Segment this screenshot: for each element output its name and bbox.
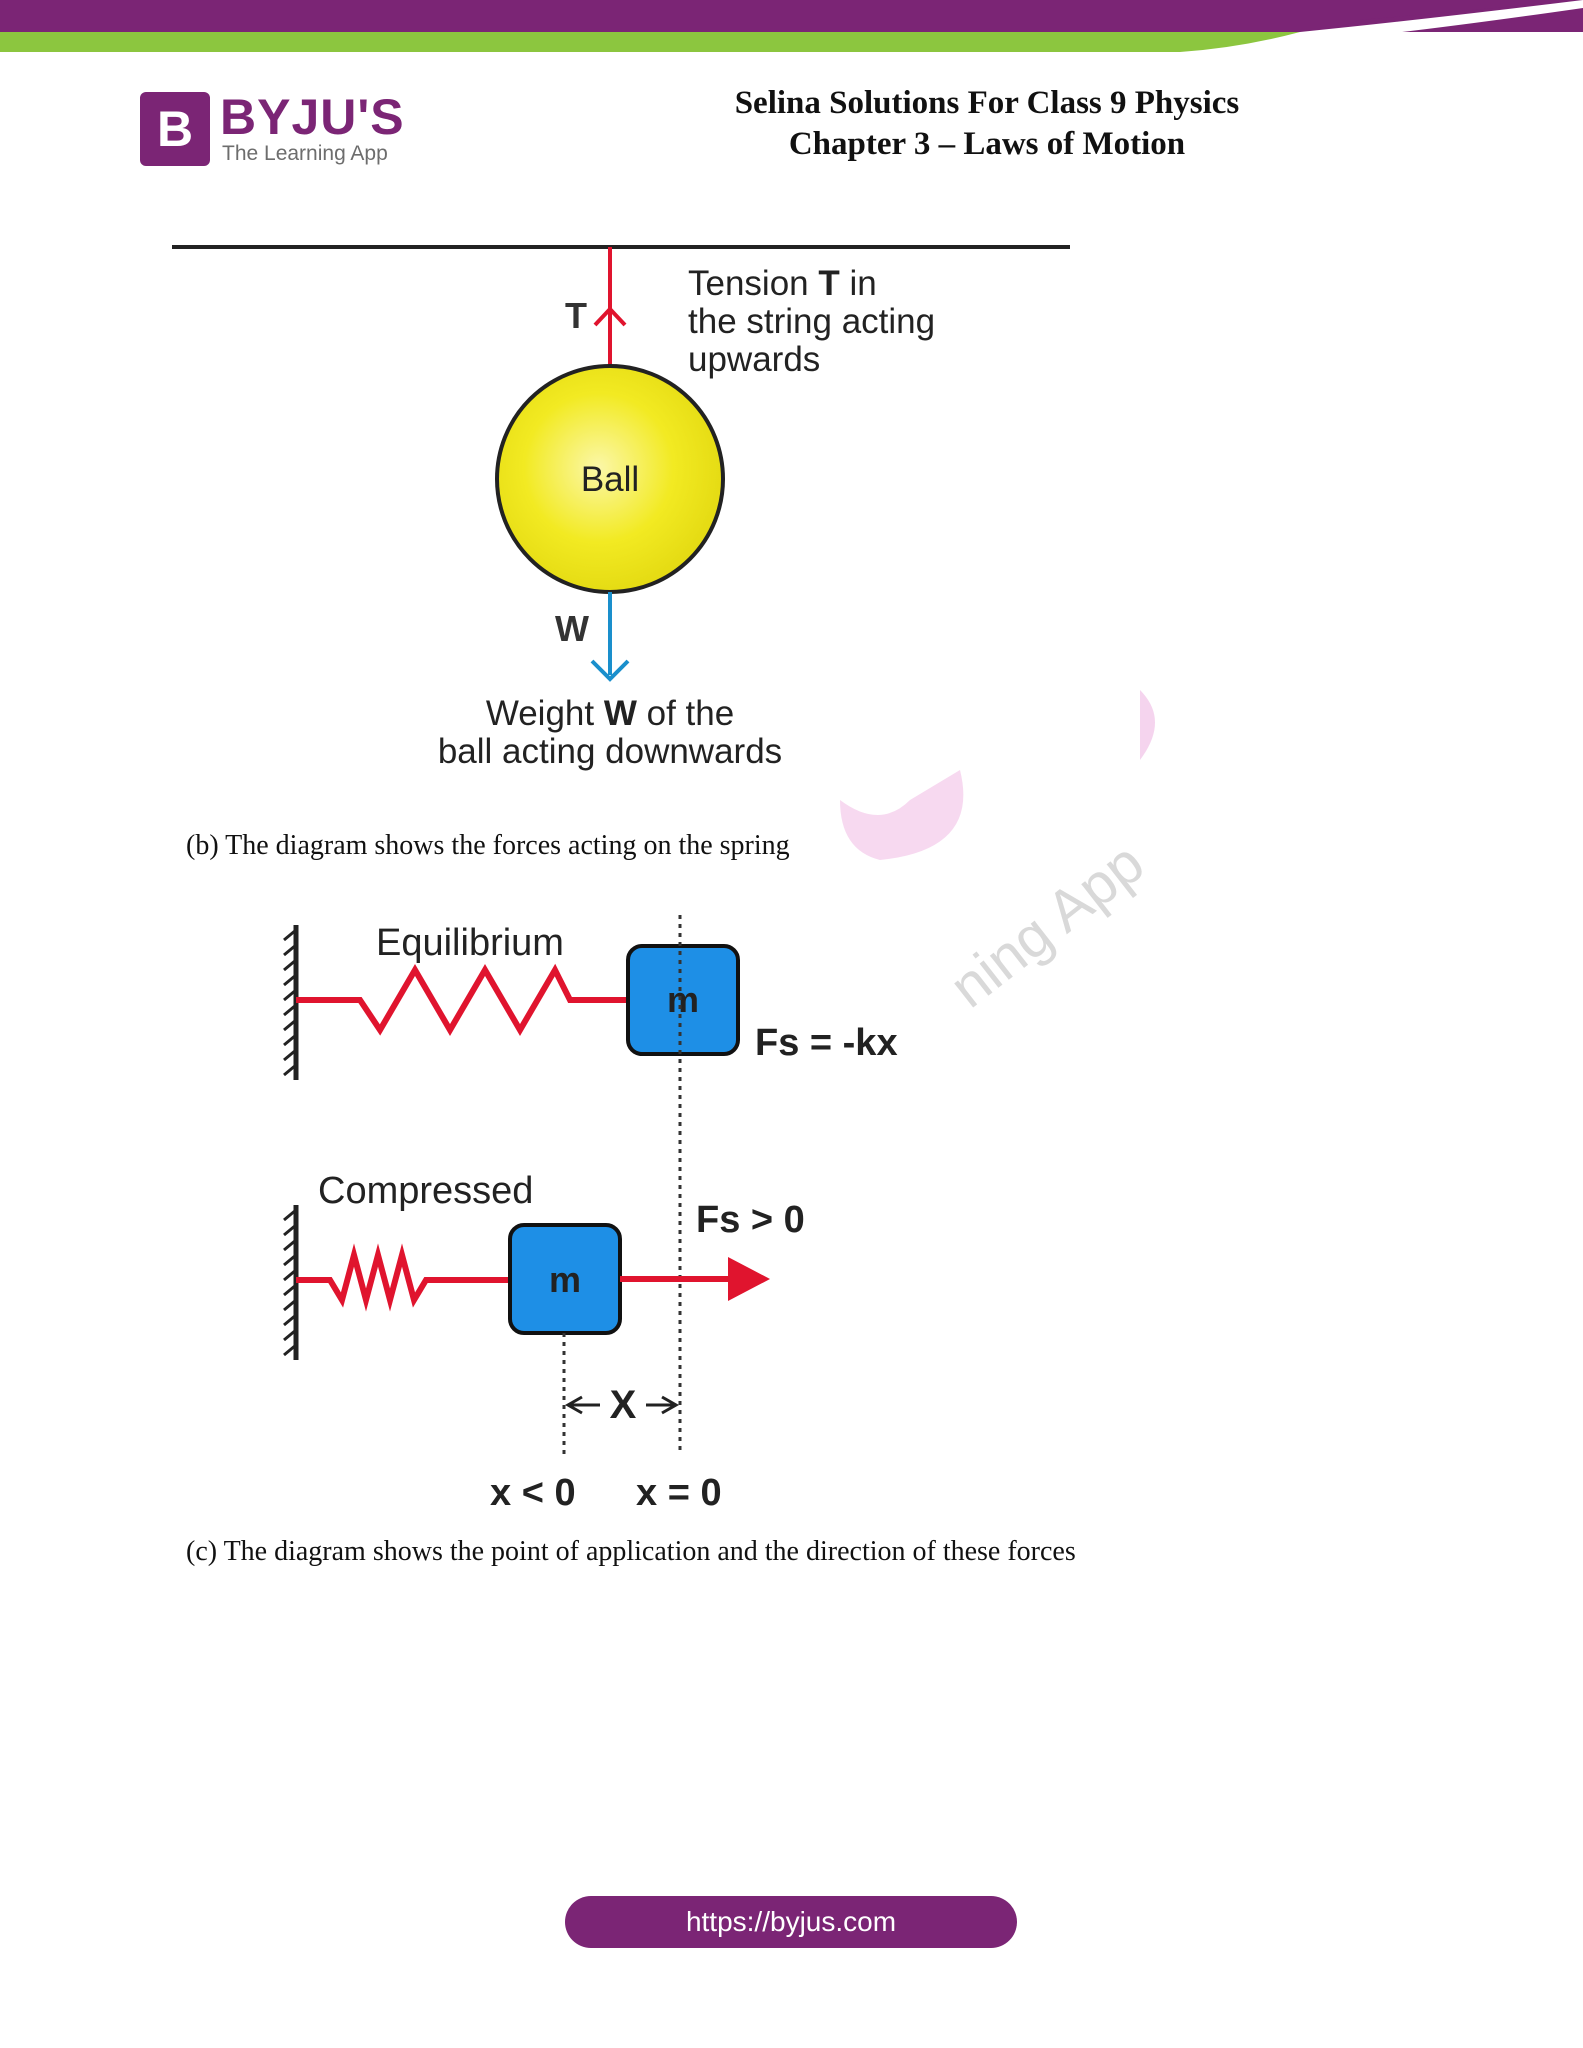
displacement-label: X	[610, 1383, 637, 1427]
equilibrium-label: Equilibrium	[376, 922, 564, 964]
logo-wordmark: BYJU'S	[220, 89, 405, 145]
mass-label-compressed: m	[549, 1259, 581, 1300]
tension-label-line3: upwards	[688, 340, 820, 379]
force-equation: Fs = -kx	[755, 1022, 898, 1064]
weight-arrow-icon	[590, 659, 630, 682]
force-compressed: Fs > 0	[696, 1199, 805, 1241]
tension-label-line2: the string acting	[688, 302, 935, 341]
tension-label-line1: Tension T in	[688, 264, 877, 303]
weight-symbol: W	[555, 608, 589, 649]
top-brand-band	[0, 0, 1583, 52]
displacement-right-arrow-icon	[661, 1395, 680, 1415]
x-negative-label: x < 0	[490, 1472, 576, 1514]
x-zero-label: x = 0	[636, 1472, 722, 1514]
force-arrow-icon	[728, 1257, 770, 1301]
spring-force-diagram: Equilibrium m Fs = -kx Compressed m Fs >…	[283, 915, 898, 1514]
displacement-label-bg	[600, 1384, 646, 1424]
watermark-logo-shape-2	[1140, 690, 1155, 760]
spring-equilibrium	[296, 963, 630, 1036]
doc-title-line2: Chapter 3 – Laws of Motion	[788, 126, 1186, 162]
spring-compressed	[296, 1243, 512, 1312]
watermark: ning App	[840, 690, 1156, 1010]
weight-label-line2: ball acting downwards	[438, 732, 782, 771]
byjus-logo: B BYJU'S The Learning App	[140, 89, 440, 170]
footer-url-link[interactable]: https://byjus.com	[565, 1896, 1017, 1948]
doc-title-line1: Selina Solutions For Class 9 Physics	[734, 85, 1240, 121]
tension-arrow-icon	[593, 306, 627, 327]
caption-b: (b) The diagram shows the forces acting …	[186, 830, 790, 861]
mass-label-equilibrium: m	[667, 979, 699, 1020]
weight-label-line1: Weight W of the	[486, 694, 734, 733]
byjus-logo-mark: B	[140, 92, 210, 166]
logo-tagline: The Learning App	[222, 142, 388, 165]
ball-force-diagram: T Tension T in the string acting upwards…	[172, 245, 1070, 771]
displacement-left-arrow-icon	[564, 1395, 583, 1415]
wall-equilibrium	[283, 925, 299, 1080]
wall-compressed	[283, 1205, 299, 1360]
caption-c: (c) The diagram shows the point of appli…	[186, 1536, 1076, 1567]
mass-block-equilibrium	[626, 944, 740, 1056]
watermark-logo-shape	[840, 770, 964, 860]
svg-text:B: B	[157, 101, 193, 157]
compressed-label: Compressed	[318, 1170, 533, 1212]
tension-symbol: T	[565, 295, 587, 336]
ball-label: Ball	[581, 460, 639, 499]
